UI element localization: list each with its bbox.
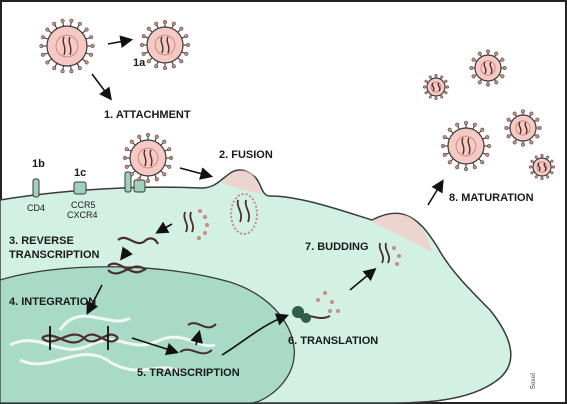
arrow-budding (349, 267, 377, 291)
nuclear-rna-1 (187, 322, 217, 329)
arrow-transcription (131, 337, 180, 356)
arrow-dsdna (120, 246, 133, 261)
label-translation: 6. TRANSLATION (288, 335, 379, 347)
released-rna (183, 211, 195, 233)
label-transcription-rt: TRANSCRIPTION (9, 249, 100, 261)
bound-coreceptor (133, 179, 146, 193)
ss-dna (117, 236, 159, 245)
released-proteins (197, 209, 209, 240)
cd4-receptor (32, 178, 40, 198)
virion-1a (139, 19, 191, 71)
capsid-rna (236, 199, 250, 223)
arrow-translation (221, 313, 289, 356)
arrow-rna-export (190, 329, 203, 346)
label-cxcr4: CXCR4 (67, 210, 98, 220)
virion-free (39, 18, 95, 74)
label-maturation: 8. MATURATION (449, 192, 534, 204)
nucleus (0, 266, 295, 404)
arrows (86, 35, 444, 356)
label-1c: 1c (74, 167, 87, 179)
arrow-maturation (427, 179, 444, 206)
ccr5-receptor (73, 181, 87, 195)
label-ccr5: CCR5 (71, 200, 96, 210)
virion-mature-4 (422, 73, 450, 101)
arrow-integration (86, 284, 103, 315)
ribosome (292, 306, 311, 323)
arrow-reverse-transcription (155, 221, 173, 234)
arrow-to-1a (107, 35, 134, 49)
label-transcription: 5. TRANSCRIPTION (137, 367, 240, 379)
nuclear-rna-2 (179, 348, 213, 355)
arrow-attachment (91, 73, 112, 101)
label-cd4: CD4 (27, 203, 46, 213)
label-fusion: 2. FUSION (219, 149, 273, 161)
artist-signature: Sesel (530, 372, 538, 390)
label-1b: 1b (32, 158, 45, 170)
virion-mature-3 (504, 109, 542, 147)
chromatin (9, 314, 216, 374)
budding-proteins (392, 246, 401, 266)
virion-mature-5 (528, 153, 556, 181)
ds-dna (107, 262, 147, 275)
label-1a: 1a (133, 57, 146, 69)
label-attachment: 1. ATTACHMENT (104, 109, 191, 121)
fusion-membrane (222, 170, 262, 194)
virion-mature-large (440, 120, 492, 172)
virion-mature-2 (469, 49, 507, 87)
new-proteins (316, 291, 340, 313)
budding-membrane (372, 214, 432, 252)
bound-cd4 (124, 171, 132, 193)
uncoating-capsid (230, 193, 258, 235)
arrow-fusion (179, 167, 214, 180)
budding-rna (378, 242, 390, 264)
virion-attached (122, 132, 174, 184)
label-reverse: 3. REVERSE (9, 235, 74, 247)
label-budding: 7. BUDDING (305, 241, 369, 253)
label-integration: 4. INTEGRATION (9, 296, 97, 308)
